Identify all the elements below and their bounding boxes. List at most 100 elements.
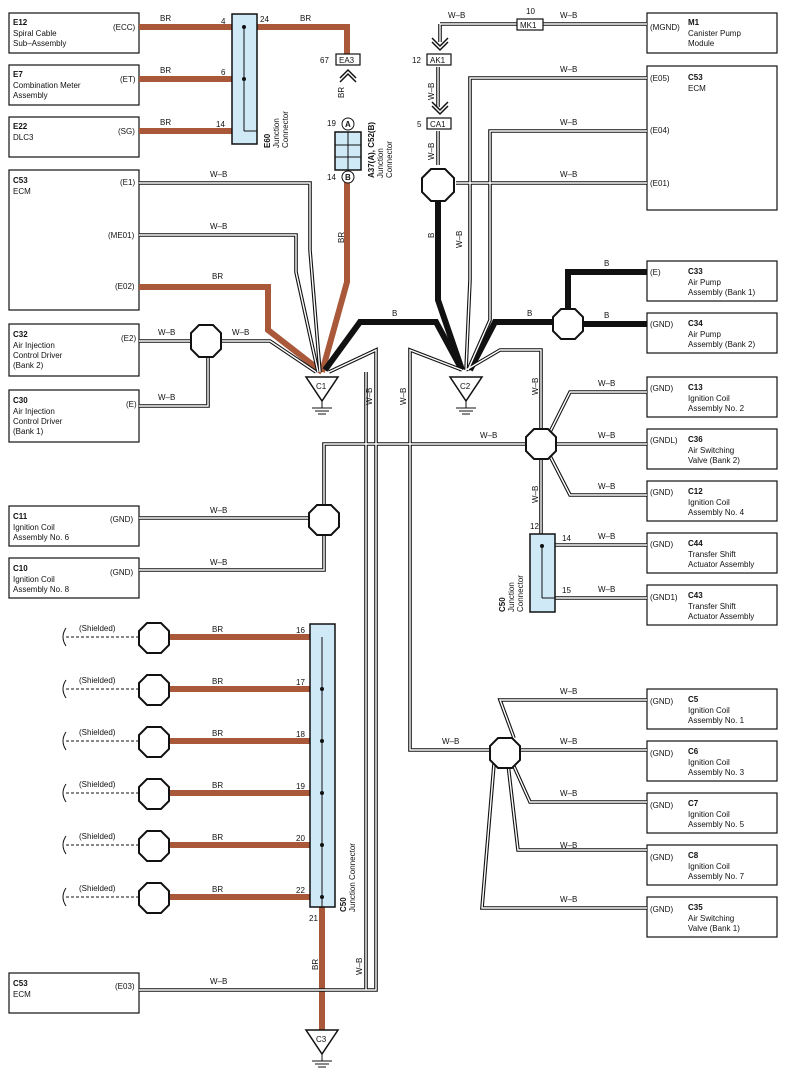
svg-text:BR: BR xyxy=(212,729,223,738)
c53b-term-e01: (E01) xyxy=(650,179,670,188)
c33-name-2: Assembly (Bank 1) xyxy=(688,288,755,297)
c8-name-1: Ignition Coil xyxy=(688,862,730,871)
component-box-c33 xyxy=(646,260,778,302)
component-box-c11 xyxy=(8,505,140,547)
c35-terminal: (GND) xyxy=(650,905,673,914)
c36-id: C36 xyxy=(688,435,703,444)
c10-id: C10 xyxy=(13,564,28,573)
c32-name-1: Air Injection xyxy=(13,341,55,350)
connector-ea3-pin: 67 xyxy=(320,56,329,65)
svg-text:BR: BR xyxy=(212,781,223,790)
c35-name-2: Valve (Bank 1) xyxy=(688,924,740,933)
svg-text:W–B: W–B xyxy=(232,328,249,337)
e22-id: E22 xyxy=(13,122,28,131)
svg-text:W–B: W–B xyxy=(455,231,464,248)
c5-name-1: Ignition Coil xyxy=(688,706,730,715)
svg-text:W–B: W–B xyxy=(448,11,465,20)
c35-name-1: Air Switching xyxy=(688,914,734,923)
br-wires xyxy=(139,24,350,1030)
a37-label-2: Connector xyxy=(385,141,394,178)
svg-text:W–B: W–B xyxy=(560,118,577,127)
c11-terminal: (GND) xyxy=(110,515,133,524)
ground-c2-label: C2 xyxy=(460,382,471,391)
component-box-c53-b xyxy=(646,65,778,211)
e60-pin-14: 14 xyxy=(216,120,225,129)
svg-text:W–B: W–B xyxy=(427,83,436,100)
component-box-c35 xyxy=(646,896,778,938)
c11-name-2: Assembly No. 6 xyxy=(13,533,70,542)
component-box-c10 xyxy=(8,557,140,599)
a37-id: A37(A), C52(B) xyxy=(367,122,376,178)
a37-letter-a: A xyxy=(345,120,351,129)
svg-text:W–B: W–B xyxy=(210,506,227,515)
a37-letter-b: B xyxy=(345,173,351,182)
e60-pin-24: 24 xyxy=(260,15,269,24)
component-box-c44 xyxy=(646,532,778,574)
c13-terminal: (GND) xyxy=(650,384,673,393)
c43-id: C43 xyxy=(688,591,703,600)
svg-text:W–B: W–B xyxy=(560,789,577,798)
c44-name-1: Transfer Shift xyxy=(688,550,736,559)
c53a-term-me01: (ME01) xyxy=(108,231,135,240)
wb-wires xyxy=(139,22,647,992)
svg-text:W–B: W–B xyxy=(560,737,577,746)
shielded-label-3: (Shielded) xyxy=(79,728,116,737)
c53a-term-e02: (E02) xyxy=(115,282,135,291)
svg-text:W–B: W–B xyxy=(365,388,374,405)
c50b-pin-18: 18 xyxy=(296,730,305,739)
svg-text:W–B: W–B xyxy=(560,65,577,74)
a37-label-1: Junction xyxy=(376,148,385,178)
svg-text:W–B: W–B xyxy=(560,895,577,904)
component-box-e12 xyxy=(8,12,140,54)
ground-c3-label: C3 xyxy=(316,1035,327,1044)
svg-text:W–B: W–B xyxy=(442,737,459,746)
svg-text:W–B: W–B xyxy=(598,585,615,594)
svg-text:BR: BR xyxy=(160,66,171,75)
c8-name-2: Assembly No. 7 xyxy=(688,872,745,881)
c10-terminal: (GND) xyxy=(110,568,133,577)
e7-terminal: (ET) xyxy=(120,75,136,84)
c44-name-2: Actuator Assembly xyxy=(688,560,754,569)
svg-text:W–B: W–B xyxy=(531,378,540,395)
c44-terminal: (GND) xyxy=(650,540,673,549)
svg-text:BR: BR xyxy=(311,959,320,970)
c13-name-2: Assembly No. 2 xyxy=(688,404,745,413)
m1-name-2: Module xyxy=(688,39,715,48)
c7-id: C7 xyxy=(688,799,699,808)
splices xyxy=(190,168,584,769)
c53b-name: ECM xyxy=(688,84,706,93)
svg-text:W–B: W–B xyxy=(210,977,227,986)
c50b-pin-20: 20 xyxy=(296,834,305,843)
c34-id: C34 xyxy=(688,319,703,328)
component-box-c43 xyxy=(646,584,778,626)
c32-name-2: Control Driver xyxy=(13,351,63,360)
c6-name-1: Ignition Coil xyxy=(688,758,730,767)
c50b-pin-19: 19 xyxy=(296,782,305,791)
a37-pin-19: 19 xyxy=(327,119,336,128)
c34-name-1: Air Pump xyxy=(688,330,721,339)
shielded-label-4: (Shielded) xyxy=(79,780,116,789)
e22-terminal: (SG) xyxy=(118,127,135,136)
component-box-c34 xyxy=(646,312,778,354)
svg-text:B: B xyxy=(604,311,609,320)
component-box-e22 xyxy=(8,116,140,158)
c5-terminal: (GND) xyxy=(650,697,673,706)
c30-id: C30 xyxy=(13,396,28,405)
connector-ak1 xyxy=(426,53,452,66)
e22-name: DLC3 xyxy=(13,133,34,142)
component-box-c53-c xyxy=(8,972,140,1014)
connector-ak1-label: AK1 xyxy=(430,56,446,65)
component-box-c36 xyxy=(646,428,778,470)
c35-id: C35 xyxy=(688,903,703,912)
svg-text:W–B: W–B xyxy=(560,170,577,179)
e60-label-1: Junction xyxy=(272,118,281,148)
e12-name-2: Sub–Assembly xyxy=(13,39,66,48)
svg-text:W–B: W–B xyxy=(210,170,227,179)
c12-terminal: (GND) xyxy=(650,488,673,497)
c11-id: C11 xyxy=(13,512,28,521)
c44-id: C44 xyxy=(688,539,703,548)
c36-name-1: Air Switching xyxy=(688,446,734,455)
c13-name-1: Ignition Coil xyxy=(688,394,730,403)
svg-text:W–B: W–B xyxy=(210,558,227,567)
